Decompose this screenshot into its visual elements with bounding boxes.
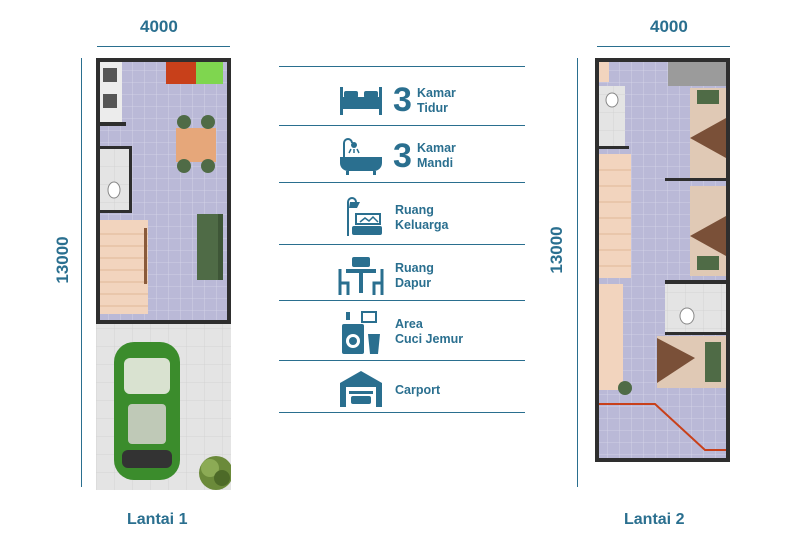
legend-item-dining: Ruang Dapur (279, 250, 525, 302)
bathroom-label-line2: Mandi (417, 156, 454, 170)
floor1-width-label: 4000 (140, 17, 178, 36)
dining-label-line2: Dapur (395, 276, 432, 290)
legend-divider (279, 412, 525, 413)
floor1-height-label: 13000 (53, 236, 72, 284)
floor1-plan (96, 58, 231, 490)
bedroom-label-line2: Tidur (417, 101, 449, 115)
dining-table-icon (337, 256, 385, 296)
floor2-width-line (597, 46, 730, 47)
dining-label-line1: Ruang (395, 261, 434, 275)
floor2-label: Lantai 2 (624, 511, 685, 528)
legend-divider (279, 182, 525, 183)
legend-item-bedroom: 3 Kamar Tidur (279, 78, 525, 126)
laundry-label-line2: Cuci Jemur (395, 332, 464, 346)
laundry-label-line1: Area (395, 317, 423, 331)
floor1-label: Lantai 1 (127, 511, 188, 528)
floor1-height-line (81, 58, 82, 487)
floor2-plan (595, 58, 730, 462)
floor2-width-label: 4000 (650, 17, 688, 36)
car-icon (114, 342, 180, 480)
legend-divider (279, 244, 525, 245)
sofa-icon (337, 197, 385, 237)
floor2-height-line (577, 58, 578, 487)
garage-icon (337, 369, 385, 409)
floor1-width-line (97, 46, 230, 47)
legend-divider (279, 66, 525, 67)
legend-item-carport: Carport (279, 366, 525, 412)
legend-item-bathroom: 3 Kamar Mandi (279, 132, 525, 182)
legend-divider (279, 125, 525, 126)
bedroom-count: 3 (393, 81, 412, 119)
washing-machine-icon (337, 311, 385, 354)
family-room-label-line1: Ruang (395, 203, 434, 217)
bathroom-label-line1: Kamar (417, 141, 456, 155)
legend-divider (279, 300, 525, 301)
carport-label: Carport (395, 383, 441, 397)
bed-icon (337, 82, 385, 122)
family-room-label-line2: Keluarga (395, 218, 449, 232)
legend-divider (279, 360, 525, 361)
bathroom-count: 3 (393, 137, 412, 175)
bathtub-icon (337, 137, 385, 177)
floor2-height-label: 13000 (547, 226, 566, 274)
legend-item-family-room: Ruang Keluarga (279, 190, 525, 244)
legend-item-laundry: Area Cuci Jemur (279, 306, 525, 360)
bedroom-label-line1: Kamar (417, 86, 456, 100)
